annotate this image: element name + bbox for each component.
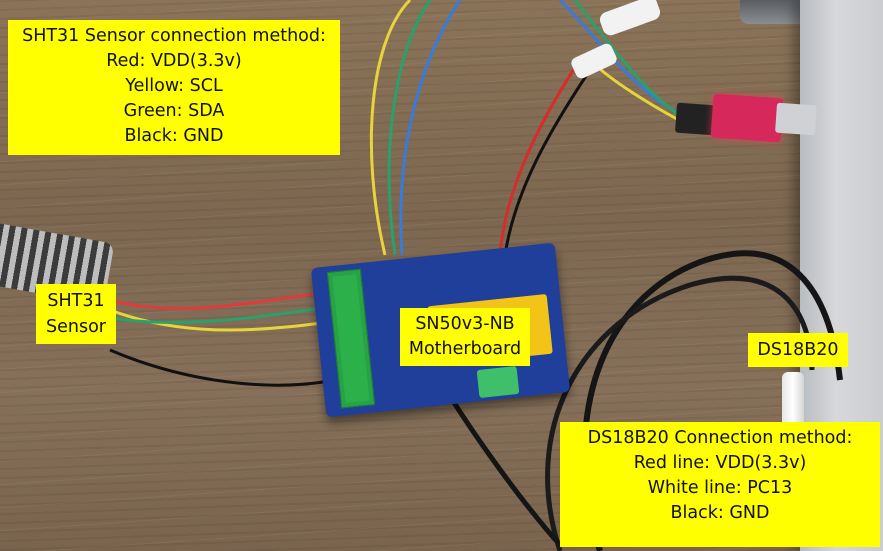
usb-yellow-wire-upper — [588, 58, 691, 128]
usb-yellow-wire — [369, 0, 412, 256]
ds18b20-cable-lower — [437, 378, 562, 547]
cable-sleeve-top — [599, 0, 661, 36]
ds18b20-note-line-red: Red line: VDD(3.3v) — [633, 453, 807, 473]
motherboard-label-line2: Motherboard — [408, 339, 522, 359]
ds18b20-note-title: DS18B20 Connection method: — [587, 428, 853, 448]
cable-sleeve-mid — [571, 43, 617, 79]
ds18b20-probe — [782, 372, 804, 434]
ds18b20-cable-inner — [545, 275, 815, 551]
sht31-sensor-label-line2: Sensor — [46, 317, 106, 337]
ds18b20-label-text: DS18B20 — [757, 340, 839, 360]
motherboard-label-line1: SN50v3-NB — [415, 314, 515, 334]
board-module-green — [476, 365, 520, 399]
motherboard-label: SN50v3-NB Motherboard — [400, 308, 530, 366]
sht31-note-line-black: Black: GND — [124, 126, 224, 146]
sht31-sensor-label-line1: SHT31 — [47, 291, 105, 311]
usb-blue-wire — [399, 0, 462, 256]
sht31-connection-note: SHT31 Sensor connection method: Red: VDD… — [8, 20, 340, 155]
sht31-note-line-green: Green: SDA — [123, 101, 225, 121]
usb-green-wire — [387, 0, 432, 256]
ds18b20-connection-note: DS18B20 Connection method: Red line: VDD… — [560, 422, 880, 547]
sht31-note-title: SHT31 Sensor connection method: — [22, 26, 326, 46]
usb-ttl-adapter — [710, 93, 784, 143]
usb-plug — [775, 102, 817, 136]
sht31-red-wire — [109, 288, 346, 311]
usb-black-wire — [503, 69, 592, 256]
sht31-black-wire — [109, 348, 346, 387]
ds18b20-note-line-white: White line: PC13 — [647, 478, 793, 498]
sht31-note-line-red: Red: VDD(3.3v) — [106, 51, 242, 71]
sht31-sensor-label: SHT31 Sensor — [36, 284, 116, 344]
ds18b20-note-line-black: Black: GND — [670, 503, 770, 523]
sht31-note-line-yellow: Yellow: SCL — [125, 76, 223, 96]
ds18b20-label: DS18B20 — [748, 333, 848, 367]
usb-red-wire — [498, 59, 582, 256]
